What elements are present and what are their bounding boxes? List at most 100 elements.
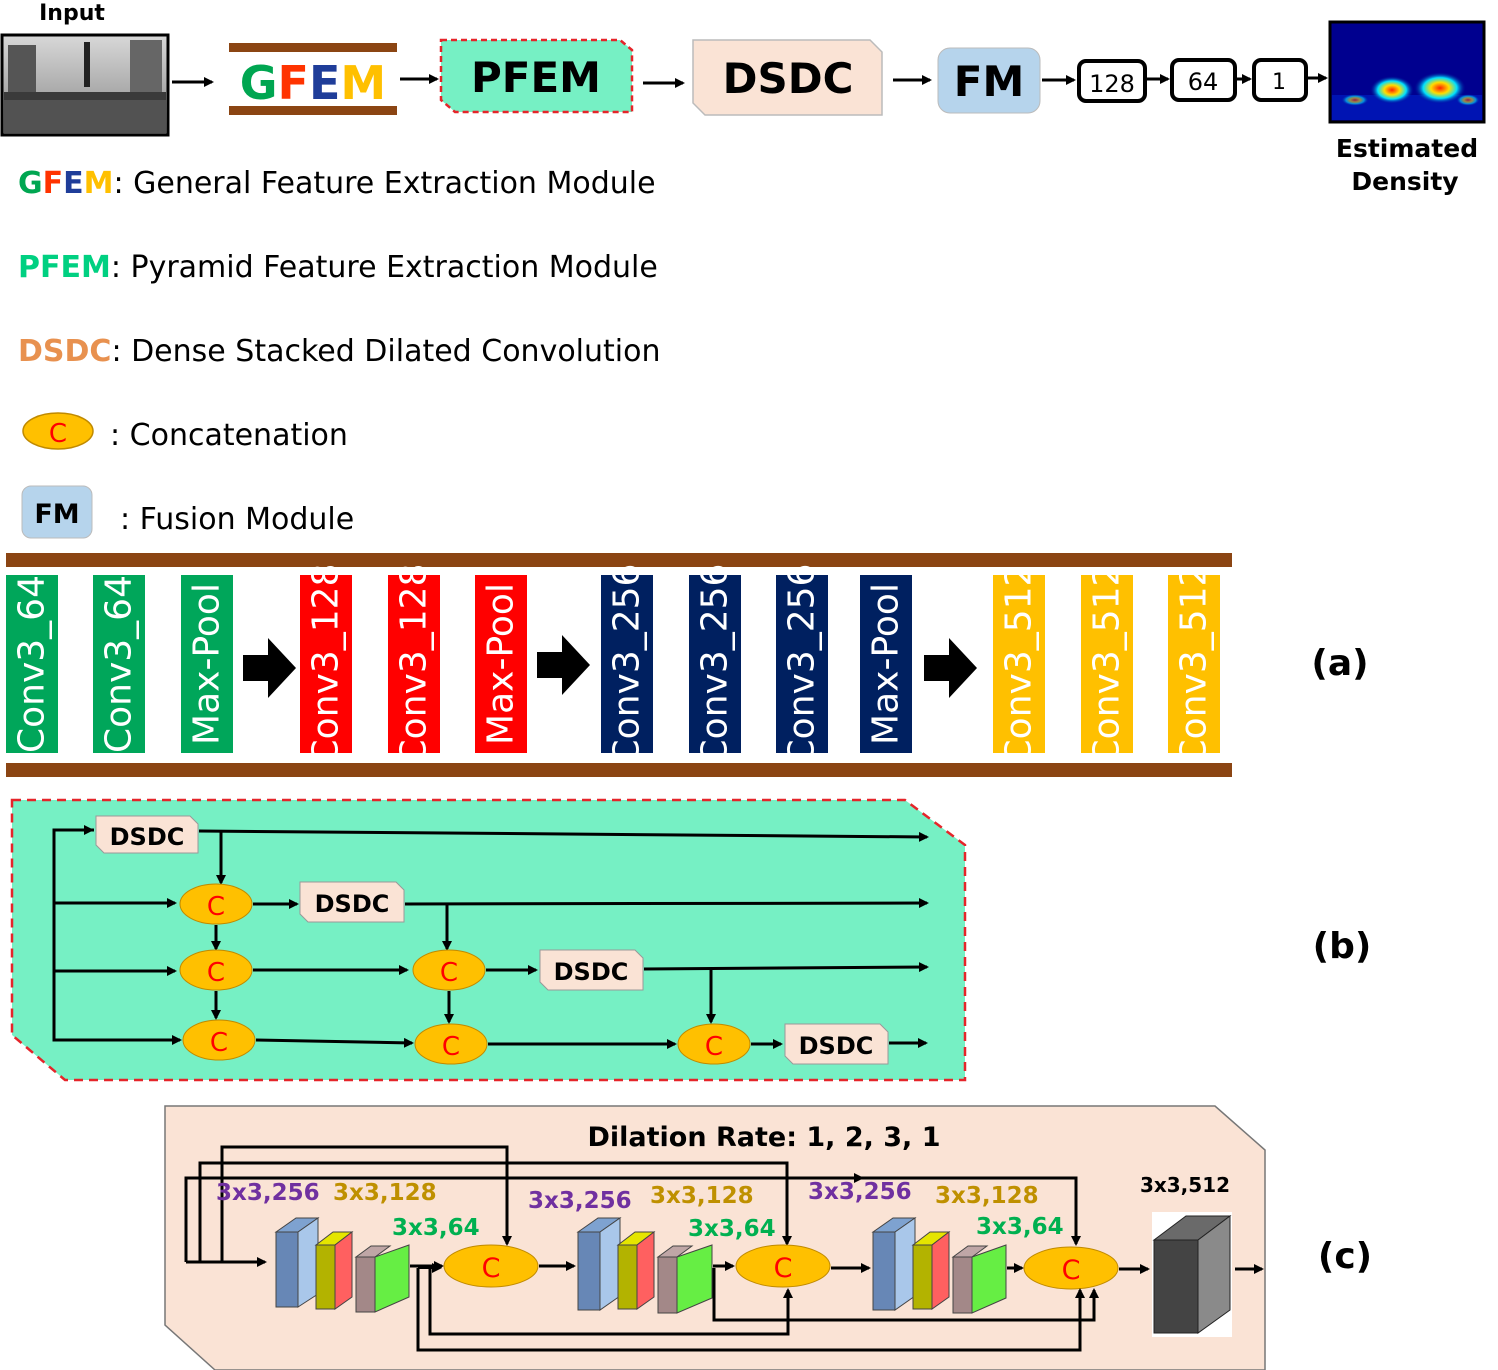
layer-rect	[300, 575, 352, 753]
layer-block: Conv3_64	[93, 575, 145, 753]
svg-text:FM: FM	[34, 499, 79, 530]
dsdc-label: DSDC	[723, 54, 854, 103]
svg-text:C: C	[207, 958, 225, 988]
layer-label: Max-Pool	[481, 583, 522, 745]
panel-c-concat-1: C	[443, 1244, 539, 1288]
fm-label: FM	[954, 57, 1025, 106]
conv-stack-3	[871, 1217, 1007, 1314]
layer-rect	[993, 575, 1045, 753]
layer-label: Conv3_512	[999, 564, 1040, 765]
layer-rect	[93, 575, 145, 753]
pfem-concat-r4c3: C	[677, 1023, 751, 1065]
pfem-dsdc-2: DSDC	[299, 881, 405, 923]
svg-text:DSDC: DSDC	[554, 958, 629, 986]
layer-rect	[6, 575, 58, 753]
pfem-block: PFEM	[439, 38, 634, 114]
layer-rect	[601, 575, 653, 753]
pfem-concat-r3c2: C	[412, 949, 486, 991]
svg-text:C: C	[774, 1253, 793, 1284]
fm-block: FM	[937, 47, 1041, 114]
panel-a-tag: (a)	[1311, 643, 1368, 684]
pfem-concat-r4c2: C	[414, 1023, 488, 1065]
layer-label: Conv3_64	[12, 575, 53, 753]
legend-gfem: GFEM: General Feature Extraction Module	[18, 166, 656, 201]
layer-label: Conv3_512	[1087, 564, 1128, 765]
panel-c-concat-2: C	[735, 1244, 831, 1288]
layer-rect	[475, 575, 527, 753]
layer-block: Conv3_64	[6, 575, 58, 753]
panel-c-tag: (c)	[1318, 1236, 1372, 1277]
layer-label: Conv3_64	[99, 575, 140, 753]
panel-b: DSDC C DSDC C C DSDC C C C	[10, 798, 1372, 1082]
block-arrow-1	[243, 638, 296, 698]
svg-text:C: C	[49, 419, 67, 449]
label-256-2: 3x3,256	[528, 1188, 632, 1214]
legend-dsdc: DSDC: Dense Stacked Dilated Convolution	[18, 334, 661, 369]
block-arrow-2	[537, 635, 590, 695]
layer-block: Conv3_512	[993, 564, 1045, 765]
pfem-concat-r2c1: C	[179, 883, 253, 925]
panel-c: Dilation Rate: 1, 2, 3, 1	[164, 1105, 1372, 1370]
layer-block: Conv3_512	[1081, 564, 1133, 765]
layer-rect	[181, 575, 233, 753]
label-64-3: 3x3,64	[976, 1214, 1064, 1240]
svg-text:C: C	[1062, 1255, 1081, 1286]
legend-concat-desc: : Concatenation	[110, 418, 348, 453]
layer-label: Max-Pool	[187, 583, 228, 745]
layer-rect	[1081, 575, 1133, 753]
layer-label: Conv3_256	[695, 564, 736, 765]
label-64-1: 3x3,64	[392, 1215, 480, 1241]
legend-fm-symbol: FM	[21, 485, 93, 539]
layer-block: Conv3_128	[388, 564, 440, 764]
svg-text:C: C	[440, 958, 458, 988]
pfem-dsdc-1: DSDC	[95, 815, 199, 854]
layer-block: Conv3_512	[1168, 564, 1220, 765]
panel-b-tag: (b)	[1313, 926, 1372, 967]
svg-text:128: 128	[1089, 70, 1135, 98]
gfem-block: GFEM	[229, 43, 397, 115]
panel-c-concat-3: C	[1023, 1246, 1119, 1290]
svg-text:DSDC: DSDC	[315, 890, 390, 918]
layer-block: Conv3_256	[601, 564, 653, 764]
label-128-3: 3x3,128	[935, 1183, 1039, 1209]
pfem-dsdc-3: DSDC	[539, 949, 644, 991]
gfem-label: GFEM	[240, 56, 386, 110]
legend-concat-symbol: C	[22, 412, 94, 450]
brown-bar-bottom	[6, 763, 1232, 777]
pfem-concat-r4c1: C	[182, 1019, 256, 1061]
layer-block: Max-Pool	[475, 575, 527, 753]
label-64-2: 3x3,64	[688, 1216, 776, 1242]
conv-block-512	[1152, 1212, 1232, 1337]
output-label-line1: Estimated	[1336, 134, 1478, 163]
layer-block: Conv3_256	[776, 564, 828, 765]
layer-label: Conv3_256	[782, 564, 823, 765]
input-image	[0, 33, 170, 137]
panel-a: Conv3_64 Conv3_64 Max-Pool Conv3_128 Conv3_1…	[6, 553, 1369, 777]
conv-box-64: 64	[1170, 58, 1237, 102]
layer-block: Max-Pool	[860, 575, 912, 753]
svg-text:C: C	[442, 1032, 460, 1062]
conv-box-1: 1	[1252, 58, 1308, 102]
label-256-1: 3x3,256	[216, 1180, 320, 1206]
svg-text:64: 64	[1188, 68, 1219, 96]
label-256-3: 3x3,256	[808, 1179, 912, 1205]
layer-label: Conv3_512	[1174, 564, 1215, 765]
layer-rect	[388, 575, 440, 753]
label-128-2: 3x3,128	[650, 1183, 754, 1209]
pfem-concat-r3c1: C	[179, 949, 253, 991]
label-128-1: 3x3,128	[333, 1180, 437, 1206]
layer-rect	[776, 575, 828, 753]
legend-pfem: PFEM: Pyramid Feature Extraction Module	[18, 250, 658, 285]
dsdc-block: DSDC	[692, 39, 883, 116]
svg-text:C: C	[705, 1032, 723, 1062]
svg-text:C: C	[210, 1028, 228, 1058]
output-label-line2: Density	[1351, 167, 1458, 196]
block-arrow-3	[924, 638, 977, 698]
layer-label: Conv3_128	[306, 564, 347, 765]
layer-block: Max-Pool	[181, 575, 233, 753]
conv-box-128: 128	[1077, 59, 1147, 103]
layer-rect	[860, 575, 912, 753]
layer-block: Conv3_128	[300, 564, 352, 765]
input-label: Input	[39, 1, 105, 26]
conv-stack-2	[576, 1217, 713, 1314]
